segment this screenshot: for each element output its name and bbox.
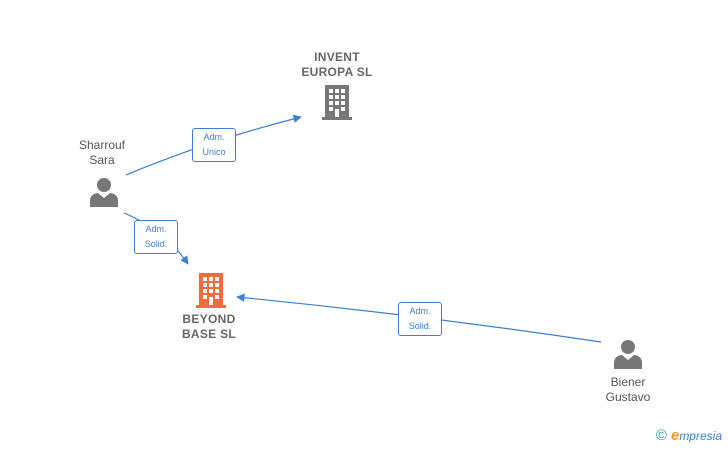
edge-label-line: Adm. — [145, 224, 167, 234]
node-label-line: Sharrouf — [78, 138, 126, 152]
node-label-beyond-base[interactable]: BEYOND BASE SL — [159, 312, 259, 342]
edge-label-line: Adm. — [203, 132, 225, 142]
brand-initial: e — [670, 427, 680, 444]
node-label-line: EUROPA SL — [301, 65, 373, 79]
node-label-line: Sara — [89, 153, 115, 167]
node-label-line: Biener — [610, 375, 646, 389]
node-label-line: BEYOND — [182, 312, 236, 326]
edge-label-adm-unico[interactable]: Adm. Unico — [192, 128, 236, 162]
brand-name: mpresia — [679, 429, 722, 443]
empresia-watermark: ©empresia — [656, 427, 722, 444]
edge-label-line: Solid. — [408, 321, 432, 331]
node-label-invent-europa[interactable]: INVENT EUROPA SL — [287, 50, 387, 80]
person-icon[interactable] — [613, 339, 643, 369]
edge-label-adm-solid-sharrouf[interactable]: Adm. Solid. — [134, 220, 178, 254]
edge-label-line: Unico — [202, 147, 226, 157]
brand-logo: empresia — [670, 427, 722, 444]
building-icon-highlighted[interactable] — [195, 272, 227, 308]
edge-label-line: Adm. — [409, 306, 431, 316]
node-label-sharrouf-sara[interactable]: Sharrouf Sara — [62, 138, 142, 168]
building-icon[interactable] — [321, 84, 353, 120]
node-label-line: Gustavo — [605, 390, 651, 404]
edge-label-line: Solid. — [144, 239, 168, 249]
person-icon[interactable] — [89, 177, 119, 207]
node-label-line: INVENT — [314, 50, 360, 64]
copyright-symbol: © — [655, 427, 667, 444]
node-label-line: BASE SL — [181, 327, 237, 341]
node-label-biener-gustavo[interactable]: Biener Gustavo — [588, 375, 668, 405]
edge-label-adm-solid-biener[interactable]: Adm. Solid. — [398, 302, 442, 336]
